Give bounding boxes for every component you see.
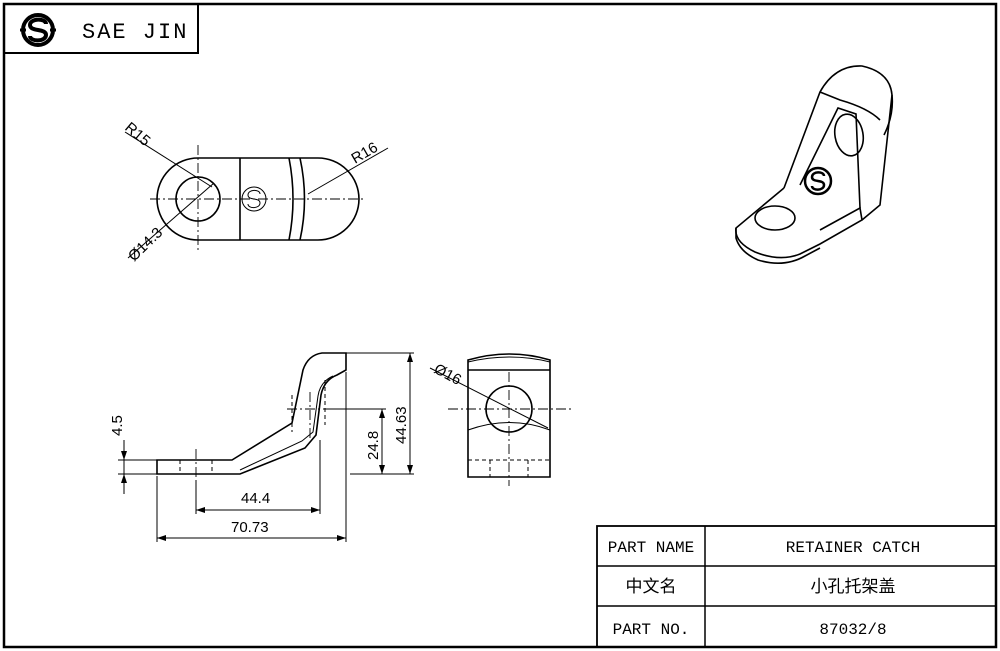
side-hole-height-label: 24.8 <box>365 431 382 460</box>
embossed-logo-icon <box>241 186 267 212</box>
iso-logo-icon <box>803 166 833 196</box>
sae-jin-logo-icon <box>20 13 56 47</box>
top-hole-diameter-label: Ø14.3 <box>125 224 166 265</box>
side-thickness-label: 4.5 <box>109 415 126 436</box>
side-hole-offset-label: 44.4 <box>241 490 270 507</box>
title-value-part-name: RETAINER CATCH <box>786 539 920 557</box>
title-row-part-name: PART NAME RETAINER CATCH <box>608 539 920 557</box>
side-overall-height-label: 44.63 <box>393 406 410 444</box>
title-value-part-no: 87032/8 <box>819 621 886 639</box>
side-view: 4.5 24.8 44.63 44.4 70.73 <box>109 352 414 542</box>
top-radius-right-label: R16 <box>349 139 381 167</box>
isometric-view <box>735 65 894 264</box>
iso-base-hole <box>754 205 796 231</box>
front-hole-diameter-label: Ø16 <box>431 361 464 389</box>
title-row-chinese-name: 中文名 小孔托架盖 <box>626 577 896 597</box>
top-radius-left-label: R15 <box>121 119 153 150</box>
brand-name: SAE JIN <box>82 20 188 45</box>
title-label-part-name: PART NAME <box>608 539 694 557</box>
iso-wall-hole <box>833 113 865 157</box>
title-value-chinese-name: 小孔托架盖 <box>811 577 896 597</box>
title-row-part-no: PART NO. 87032/8 <box>613 621 887 639</box>
top-view: R15 R16 Ø14.3 <box>121 119 389 265</box>
title-label-chinese-name: 中文名 <box>626 577 677 597</box>
brand-header: SAE JIN <box>4 4 199 54</box>
side-overall-length-label: 70.73 <box>231 519 269 536</box>
title-block: PART NAME RETAINER CATCH 中文名 小孔托架盖 PART … <box>596 525 997 648</box>
title-label-part-no: PART NO. <box>613 621 690 639</box>
front-view: Ø16 <box>429 353 572 486</box>
